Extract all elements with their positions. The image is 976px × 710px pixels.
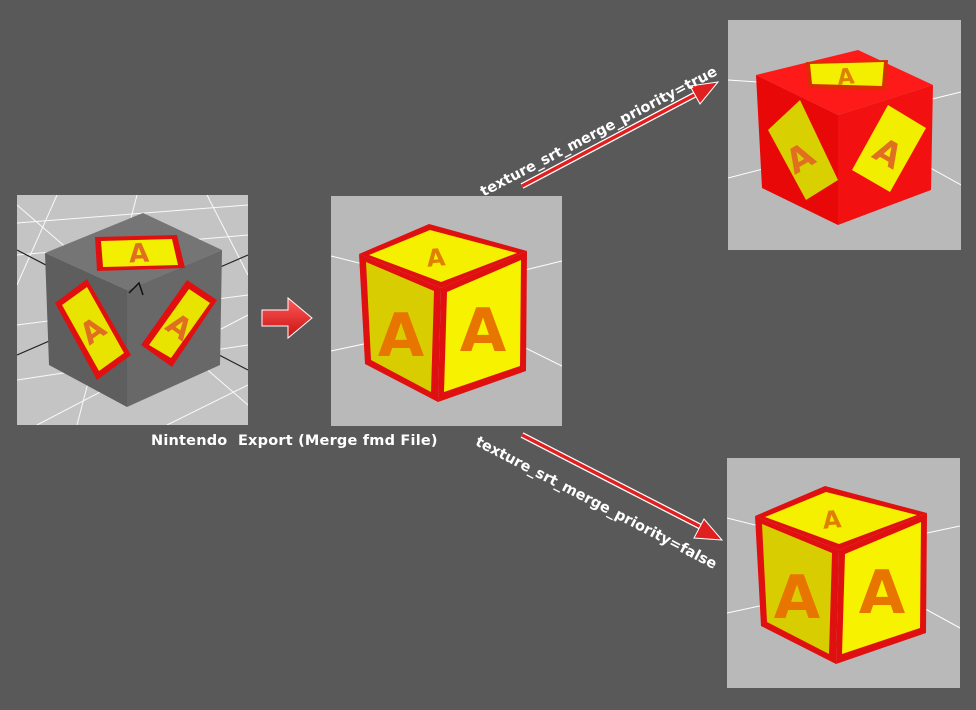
false-cube-illustration: A A A: [727, 486, 960, 664]
source-scene-panel: A A A: [17, 195, 248, 425]
svg-text:A: A: [836, 64, 855, 90]
arrow-up-right-icon: [520, 81, 720, 189]
svg-text:A: A: [460, 296, 507, 366]
svg-text:A: A: [378, 301, 425, 371]
export-caption: Nintendo Export (Merge fmd File): [151, 433, 438, 449]
forward-arrow-icon: [261, 296, 313, 340]
arrow-down-right-icon: [520, 432, 724, 541]
result-true-panel: A A A: [728, 20, 961, 250]
merged-cube-illustration: A A A: [331, 224, 562, 402]
svg-text:A: A: [128, 238, 150, 269]
true-cube-illustration: A A A: [728, 50, 961, 225]
svg-text:A: A: [859, 558, 906, 628]
result-false-panel: A A A: [727, 458, 960, 688]
merged-result-panel: A A A: [331, 196, 562, 426]
svg-text:A: A: [426, 243, 447, 273]
svg-text:A: A: [822, 505, 843, 535]
source-cube-illustration: A A A: [17, 195, 248, 425]
svg-text:A: A: [774, 563, 821, 633]
